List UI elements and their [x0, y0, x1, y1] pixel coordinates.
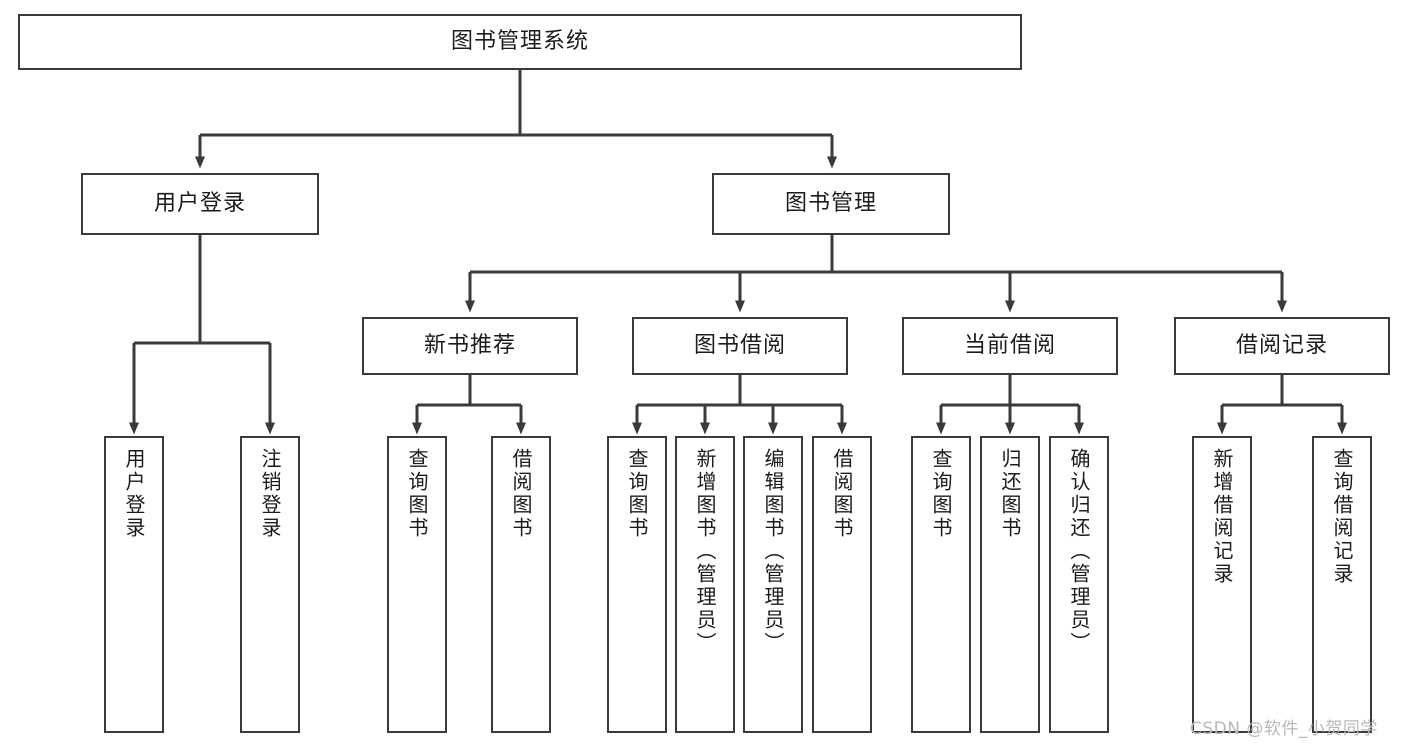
node-leaf-add-borrow-record[interactable]: 新增借阅记录: [1192, 436, 1252, 733]
node-label: 图书管理系统: [450, 29, 589, 55]
csdn-watermark: CSDN @软件_小贺同学: [1190, 719, 1378, 739]
node-leaf-edit-book-admin[interactable]: 编辑图书（管理员）: [743, 436, 803, 733]
node-label: 图书借阅: [693, 333, 786, 359]
node-label: 查询借阅记录: [1330, 448, 1354, 586]
node-leaf-query-book-current[interactable]: 查询图书: [911, 436, 971, 733]
node-leaf-user-login[interactable]: 用户登录: [104, 436, 164, 733]
node-user-login[interactable]: 用户登录: [81, 173, 319, 235]
node-book-borrowing[interactable]: 图书借阅: [632, 317, 848, 375]
node-label: 借阅记录: [1235, 333, 1328, 359]
node-label: 新增图书（管理员）: [693, 448, 717, 655]
node-leaf-query-book-borrow[interactable]: 查询图书: [607, 436, 667, 733]
node-leaf-borrow-book[interactable]: 借阅图书: [812, 436, 872, 733]
node-label: 确认归还（管理员）: [1067, 448, 1091, 655]
node-label: 查询图书: [929, 448, 953, 540]
node-label: 借阅图书: [830, 448, 854, 540]
node-label: 归还图书: [998, 448, 1022, 540]
node-leaf-query-borrow-record[interactable]: 查询借阅记录: [1312, 436, 1372, 733]
node-leaf-logout[interactable]: 注销登录: [240, 436, 300, 733]
node-label: 编辑图书（管理员）: [761, 448, 785, 655]
node-label: 用户登录: [153, 191, 246, 217]
node-label: 查询图书: [625, 448, 649, 540]
node-label: 图书管理: [784, 191, 877, 217]
node-book-management[interactable]: 图书管理: [712, 173, 950, 235]
node-leaf-add-book-admin[interactable]: 新增图书（管理员）: [675, 436, 735, 733]
node-label: 用户登录: [122, 448, 146, 540]
node-label: 查询图书: [405, 448, 429, 540]
node-label: 借阅图书: [509, 448, 533, 540]
node-root-book-management-system[interactable]: 图书管理系统: [18, 14, 1022, 70]
node-label: 当前借阅: [963, 333, 1056, 359]
node-leaf-query-book-recommend[interactable]: 查询图书: [387, 436, 447, 733]
node-leaf-confirm-return-admin[interactable]: 确认归还（管理员）: [1049, 436, 1109, 733]
node-label: 注销登录: [258, 448, 282, 540]
node-leaf-return-book[interactable]: 归还图书: [980, 436, 1040, 733]
node-label: 新增借阅记录: [1210, 448, 1234, 586]
node-borrowing-records[interactable]: 借阅记录: [1174, 317, 1390, 375]
node-new-book-recommendation[interactable]: 新书推荐: [362, 317, 578, 375]
node-label: 新书推荐: [423, 333, 516, 359]
node-leaf-borrow-book-recommend[interactable]: 借阅图书: [491, 436, 551, 733]
node-current-borrowing[interactable]: 当前借阅: [902, 317, 1118, 375]
